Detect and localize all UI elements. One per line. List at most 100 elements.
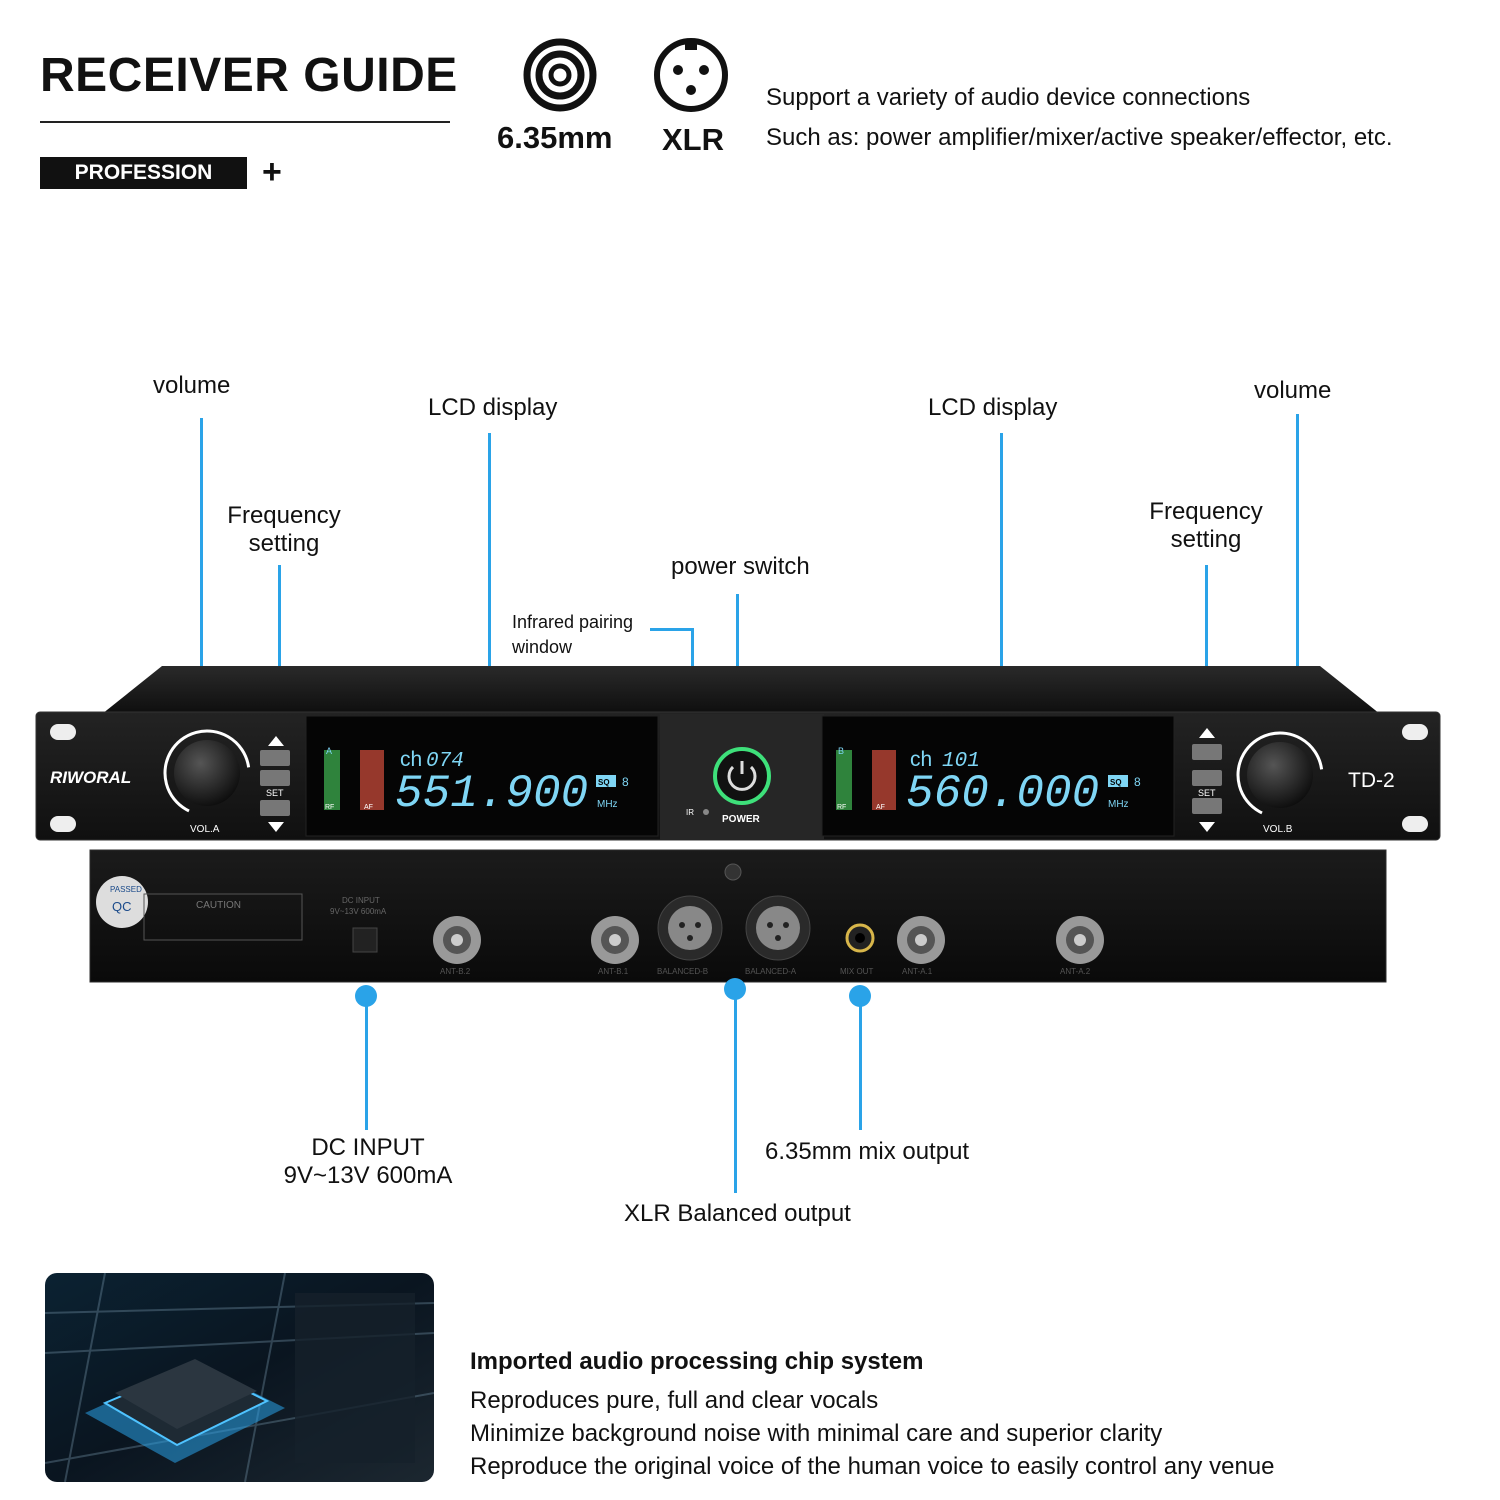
chassis-top [102,666,1380,714]
vol-b-label: VOL.B [1263,824,1293,835]
brand-logo: RIWORAL [50,768,131,787]
ant-b1-label: ANT-B.1 [598,967,629,976]
leader-lcd-right [1000,433,1003,715]
freq-b-down-button[interactable] [1192,798,1222,814]
callout-frequency-left-line2: setting [248,530,320,557]
callout-frequency-right-line1: Frequency [1149,498,1263,525]
lcd-a-ch-num: 074 [426,750,464,773]
rf-meter-b [836,750,852,810]
chip-image [45,1273,434,1482]
callout-lcd-left: LCD display [428,394,558,421]
mhz-label-b: MHz [1108,799,1129,810]
lcd-b-ch: ch [910,748,932,771]
qc-text: QC [112,899,132,914]
sq-label-a: SQ [598,778,610,787]
dc-jack[interactable] [352,927,378,953]
rf-label-a: RF [325,804,334,811]
jack-connector-icon [523,38,597,112]
support-line-1: Support a variety of audio device connec… [766,84,1251,111]
lcd-b-frequency: 560.000 [906,768,1099,820]
leader-xlr-output [734,989,737,1193]
xlr-output-a[interactable] [745,895,811,961]
callout-frequency-left-line1: Frequency [227,502,341,529]
support-line-2: Such as: power amplifier/mixer/active sp… [766,124,1393,151]
rack-hole [50,816,76,832]
ant-a2-label: ANT-A.2 [1060,967,1091,976]
antenna-a1[interactable] [897,916,945,964]
antenna-a2[interactable] [1056,916,1104,964]
mix-out-jack[interactable] [845,923,875,953]
callout-dc-input-line2: 9V~13V 600mA [283,1162,453,1189]
set-label-b: SET [1198,788,1216,798]
xlr-connector-icon [654,38,728,112]
callout-volume-left: volume [153,372,231,399]
af-label-b: AF [876,804,885,811]
ant-b2-label: ANT-B.2 [440,967,471,976]
callout-mix-output: 6.35mm mix output [765,1138,970,1165]
ir-label: IR [686,808,694,817]
power-label: POWER [722,814,761,825]
sq-label-b: SQ [1110,778,1122,787]
sq-value-b: 8 [1134,775,1141,789]
rear-dc-spec: 9V~13V 600mA [330,907,387,916]
plus-icon: + [262,153,282,191]
lcd-a-ch: ch [400,748,422,771]
page-title: RECEIVER GUIDE [40,49,458,102]
callout-infrared: Infrared pairing window [512,610,633,660]
freq-a-up-button[interactable] [260,750,290,766]
down-arrow-icon [1199,822,1215,832]
lcd-b-ch-num: 101 [942,750,980,773]
up-arrow-icon [268,736,284,746]
qc-passed: PASSED [110,885,142,894]
volume-b-scale [1236,731,1324,819]
ir-window [703,809,709,815]
bal-b-label: BALANCED-B [657,967,708,976]
freq-b-set-button[interactable] [1192,770,1222,786]
volume-a-scale [163,729,251,817]
volume-b-knob[interactable] [1247,742,1313,808]
model-label: TD-2 [1348,769,1395,792]
sq-value-a: 8 [622,775,629,789]
chip-line-3: Reproduce the original voice of the huma… [470,1453,1275,1480]
bal-a-label: BALANCED-A [745,967,797,976]
power-button[interactable] [713,747,771,805]
chip-line-2: Minimize background noise with minimal c… [470,1420,1163,1447]
profession-badge: PROFESSION [40,157,247,189]
rack-hole [50,724,76,740]
volume-a-knob[interactable] [174,740,240,806]
xlr-output-b[interactable] [657,895,723,961]
af-meter-a [360,750,384,810]
callout-infrared-line1: Infrared pairing [512,612,634,632]
callout-frequency-right-line2: setting [1170,526,1242,553]
ant-a1-label: ANT-A.1 [902,967,933,976]
rf-label-b: RF [837,804,846,811]
af-label-a: AF [364,804,373,811]
up-arrow-icon [1199,728,1215,738]
caution-label [143,893,303,941]
leader-volume-right [1296,414,1299,699]
leader-frequency-left [278,565,281,700]
sq-box-b [1108,775,1128,787]
antenna-b1[interactable] [591,916,639,964]
antenna-b2[interactable] [433,916,481,964]
mhz-label-a: MHz [597,799,618,810]
freq-a-down-button[interactable] [260,800,290,816]
leader-lcd-left [488,433,491,715]
callout-lcd-right: LCD display [928,394,1058,421]
mix-label: MIX OUT [840,967,873,976]
freq-b-up-button[interactable] [1192,744,1222,760]
lcd-a-tag: A [326,746,332,756]
leader-volume-left [200,418,203,700]
leader-infrared-h [650,628,694,631]
title-underline [40,121,450,123]
callout-frequency-left: Frequency setting [219,502,349,558]
rack-hole [1402,724,1428,740]
jack-label: 6.35mm [497,120,613,155]
chip-line-1: Reproduces pure, full and clear vocals [470,1387,879,1414]
rack-hole [1402,816,1428,832]
freq-a-set-button[interactable] [260,770,290,786]
qc-sticker [96,876,148,928]
xlr-label: XLR [662,122,724,157]
callout-frequency-right: Frequency setting [1141,498,1271,554]
callout-dc-input: DC INPUT 9V~13V 600mA [268,1134,468,1190]
